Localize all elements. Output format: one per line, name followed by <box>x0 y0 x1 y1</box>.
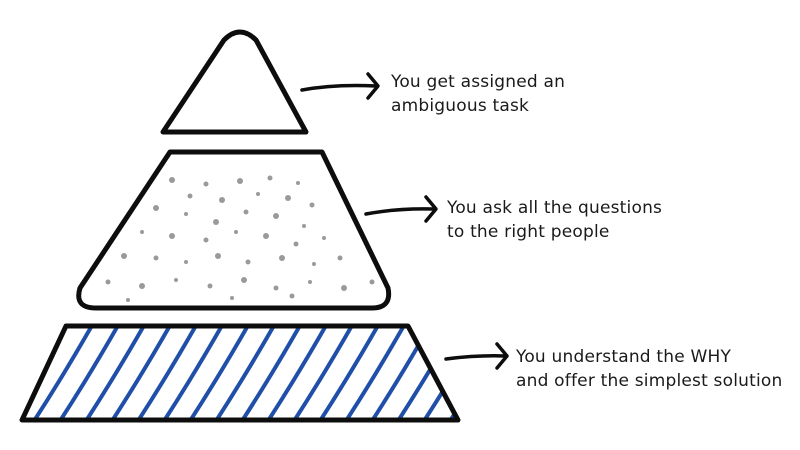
hatch-line <box>108 326 174 420</box>
speckle-dot <box>256 192 260 196</box>
tier-middle-dots <box>105 175 375 302</box>
caption-bottom-tier: You understand the WHY and offer the sim… <box>516 345 782 393</box>
speckle-dot <box>184 260 188 264</box>
hatch-line <box>342 326 408 420</box>
speckle-dot <box>289 293 295 299</box>
speckle-dot <box>213 219 219 225</box>
speckle-dot <box>203 181 209 187</box>
caption-line: You ask all the questions <box>447 198 663 218</box>
tier-middle <box>76 149 392 311</box>
speckle-dot <box>296 181 300 185</box>
hatch-line <box>394 326 458 420</box>
speckle-dot <box>293 241 299 247</box>
hatch-line <box>56 326 122 420</box>
speckle-dot <box>187 193 193 199</box>
caption-top-tier: You get assigned an ambiguous task <box>391 70 565 118</box>
speckle-dot <box>215 253 221 259</box>
speckle-dot <box>105 279 111 285</box>
hatch-line <box>160 326 226 420</box>
tier-middle-outline <box>76 149 392 311</box>
arrow-right-icon <box>300 72 380 100</box>
speckle-dot <box>207 283 213 289</box>
speckle-dot <box>285 195 291 201</box>
speckle-dot <box>273 285 279 291</box>
hatch-line <box>368 326 434 420</box>
speckle-dot <box>337 255 343 261</box>
speckle-dot <box>312 262 316 266</box>
speckle-dot <box>153 205 159 211</box>
caption-line: You understand the WHY <box>516 347 732 367</box>
speckle-dot <box>203 237 209 243</box>
speckle-dot <box>341 285 347 291</box>
speckle-dot <box>174 278 178 282</box>
speckle-dot <box>230 296 234 300</box>
tier-bottom-hatch <box>22 326 458 420</box>
speckle-dot <box>169 177 175 183</box>
tier-top <box>160 29 309 135</box>
speckle-dot <box>139 283 145 289</box>
speckle-dot <box>263 233 269 239</box>
hatch-line <box>446 326 458 420</box>
speckle-dot <box>121 253 127 259</box>
arrow-right-icon <box>364 195 438 223</box>
caption-line: You get assigned an <box>391 72 566 92</box>
speckle-dot <box>273 213 279 219</box>
caption-line: to the right people <box>447 222 610 242</box>
speckle-dot <box>153 255 159 261</box>
speckle-dot <box>243 209 249 215</box>
speckle-dot <box>302 224 306 228</box>
hatch-line <box>186 326 252 420</box>
speckle-dot <box>267 175 273 181</box>
hatch-line <box>134 326 200 420</box>
speckle-dot <box>241 277 247 283</box>
speckle-dot <box>322 236 326 240</box>
speckle-dot <box>245 259 251 265</box>
speckle-dot <box>308 280 312 284</box>
speckle-dot <box>279 255 285 261</box>
hatch-line <box>316 326 382 420</box>
arrow-right-icon <box>444 342 509 370</box>
speckle-dot <box>369 279 375 285</box>
speckle-dot <box>140 230 144 234</box>
hatch-line <box>212 326 278 420</box>
tier-top-outline <box>160 29 309 135</box>
speckle-dot <box>234 230 238 234</box>
speckle-dot <box>309 202 315 208</box>
tier-bottom <box>19 323 461 423</box>
hatch-line <box>82 326 148 420</box>
speckle-dot <box>237 178 243 184</box>
speckle-dot <box>126 298 130 302</box>
tier-bottom-outline <box>19 323 461 423</box>
speckle-dot <box>184 212 188 216</box>
caption-line: and offer the simplest solution <box>516 371 783 391</box>
caption-line: ambiguous task <box>391 96 530 116</box>
hatch-line <box>30 326 96 420</box>
caption-middle-tier: You ask all the questions to the right p… <box>447 196 662 244</box>
hatch-line <box>22 326 44 420</box>
speckle-dot <box>219 197 225 203</box>
speckle-dot <box>169 233 175 239</box>
hatch-line <box>290 326 356 420</box>
hatch-line <box>264 326 330 420</box>
hatch-line <box>238 326 304 420</box>
